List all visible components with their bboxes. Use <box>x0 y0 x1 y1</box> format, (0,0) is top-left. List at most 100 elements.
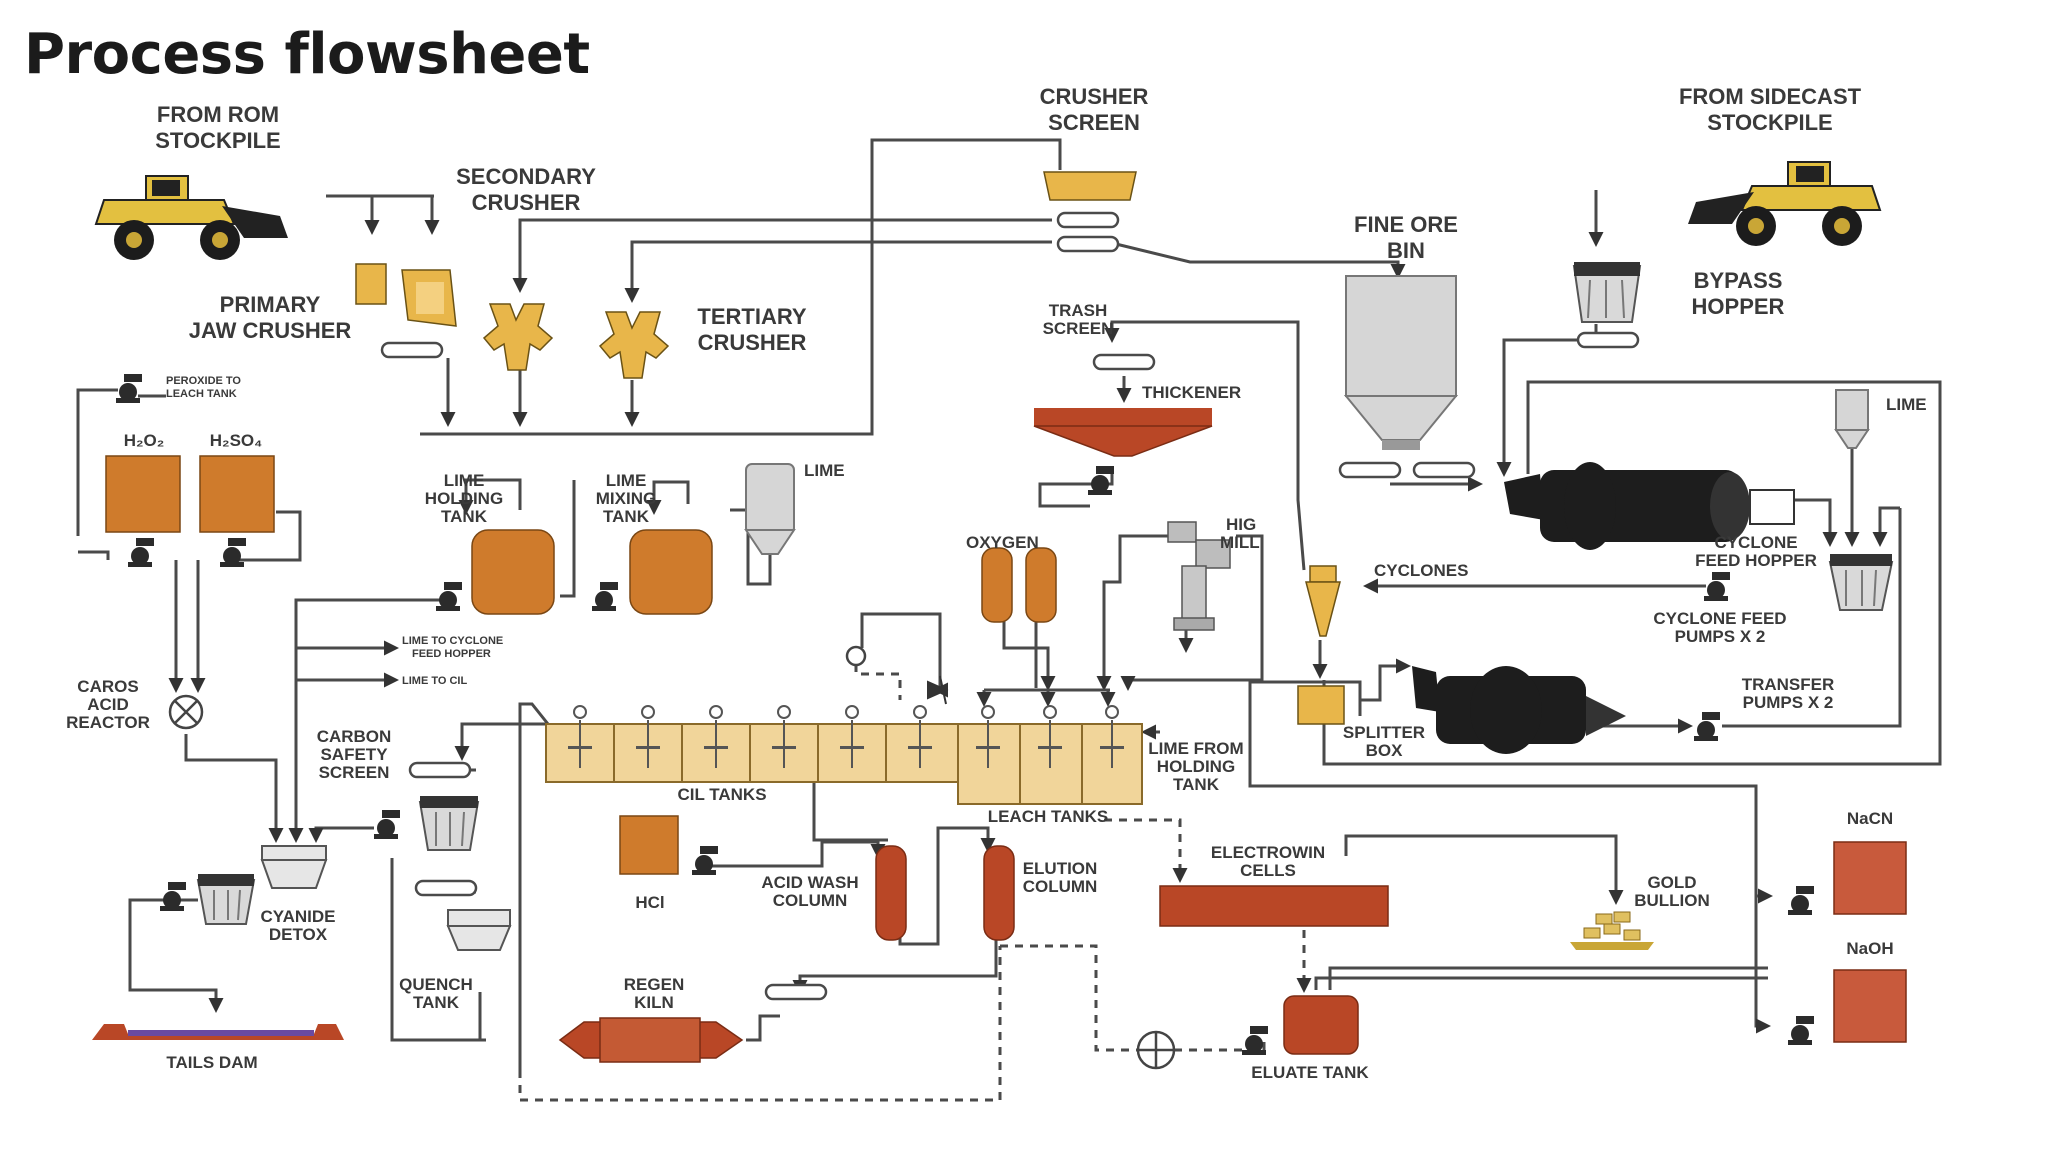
label-h2o2: H₂O₂ <box>124 431 165 450</box>
cyclones <box>1305 565 1341 637</box>
label-lime-mixing-tank: LIME <box>606 471 647 490</box>
label-acid-wash-column: ACID WASH <box>761 873 858 892</box>
carbon-safety-screen <box>408 761 480 851</box>
pump-icon <box>220 538 246 567</box>
label-lime-to-cyclone: LIME TO CYCLONE <box>402 635 503 647</box>
pipe-network <box>76 138 1942 1102</box>
label-lime-mid: LIME <box>804 461 845 480</box>
label-eluate-tank: ELUATE TANK <box>1251 1063 1369 1082</box>
label-trash-screen: TRASH <box>1049 301 1108 320</box>
h2o2-tank <box>105 455 181 533</box>
hig-mill <box>1167 521 1231 631</box>
valve-icon <box>845 645 949 705</box>
lime-silo-mid <box>744 463 796 555</box>
primary-jaw-crusher <box>355 263 457 359</box>
pump-icon <box>1788 1016 1814 1045</box>
fine-ore-bin <box>1338 275 1476 479</box>
label-cyanide-detox: CYANIDE <box>261 907 336 926</box>
label-cyclone-feed-hopper: CYCLONE <box>1714 533 1797 552</box>
pump-icon <box>1704 572 1730 601</box>
tails-dam <box>92 1024 344 1040</box>
quench-tank <box>414 879 512 951</box>
label-gold-bullion: GOLD <box>1647 873 1696 892</box>
label-carbon-safety-screen: CARBON <box>317 727 392 746</box>
label-leach-tanks: LEACH TANKS <box>988 807 1109 826</box>
label-oxygen: OXYGEN <box>966 533 1039 552</box>
label-lime-to-cil: LIME TO CIL <box>402 675 467 687</box>
label-bypass-hopper: BYPASS <box>1694 268 1783 293</box>
label-lime-from-holding: LIME FROM <box>1148 739 1243 758</box>
acid-wash-column <box>875 845 907 941</box>
elution-column <box>983 845 1015 941</box>
label-electrowin-cells: ELECTROWIN <box>1211 843 1325 862</box>
splitter-box <box>1297 685 1345 725</box>
label-thickener: THICKENER <box>1142 383 1241 402</box>
pump-icon <box>116 374 142 403</box>
label-naoh: NaOH <box>1846 939 1893 958</box>
label-fine-ore-bin: FINE ORE <box>1354 212 1458 237</box>
label-hcl: HCl <box>635 893 664 912</box>
pump-icon <box>592 582 618 611</box>
cyclone-feed-hopper <box>1828 554 1894 611</box>
ball-mill-2 <box>1412 666 1626 754</box>
hcl-tank <box>619 815 679 875</box>
loader-truck-icon <box>1687 161 1881 247</box>
label-sidecast: FROM SIDECAST <box>1679 84 1862 109</box>
label-splitter-box: SPLITTER <box>1343 723 1425 742</box>
label-elution-column: ELUTION <box>1023 859 1098 878</box>
label-transfer-pumps: TRANSFER <box>1742 675 1835 694</box>
trash-screen <box>1092 353 1156 371</box>
pump-icon <box>160 882 186 911</box>
pump-icon <box>1788 886 1814 915</box>
pump-icon <box>128 538 154 567</box>
page-title: Process flowsheet <box>24 22 590 87</box>
label-h2so4: H₂SO₄ <box>210 431 263 450</box>
ball-mill <box>1504 462 1795 550</box>
label-cyclone-feed-pumps: CYCLONE FEED <box>1653 609 1786 628</box>
naoh-tank <box>1833 969 1907 1043</box>
label-secondary-crusher: SECONDARY <box>456 164 596 189</box>
label-hig-mill: HIG <box>1226 515 1256 534</box>
label-rom: FROM ROM <box>157 102 279 127</box>
label-cil-tanks: CIL TANKS <box>677 785 766 804</box>
heat-exchanger-icon <box>1136 1030 1176 1070</box>
lime-mixing-tank <box>629 529 713 615</box>
label-nacn: NaCN <box>1847 809 1893 828</box>
lime-holding-tank <box>471 529 555 615</box>
label-cyclones: CYCLONES <box>1374 561 1468 580</box>
pump-icon <box>1242 1026 1268 1055</box>
eluate-tank <box>1283 995 1359 1055</box>
nacn-tank <box>1833 841 1907 915</box>
leach-tanks <box>957 705 1143 805</box>
label-peroxide: PEROXIDE TO <box>166 375 241 387</box>
bypass-hopper <box>1572 262 1642 349</box>
tertiary-crusher <box>599 311 669 379</box>
oxygen-tanks <box>981 547 1057 623</box>
label-lime-holding-tank: LIME <box>444 471 485 490</box>
